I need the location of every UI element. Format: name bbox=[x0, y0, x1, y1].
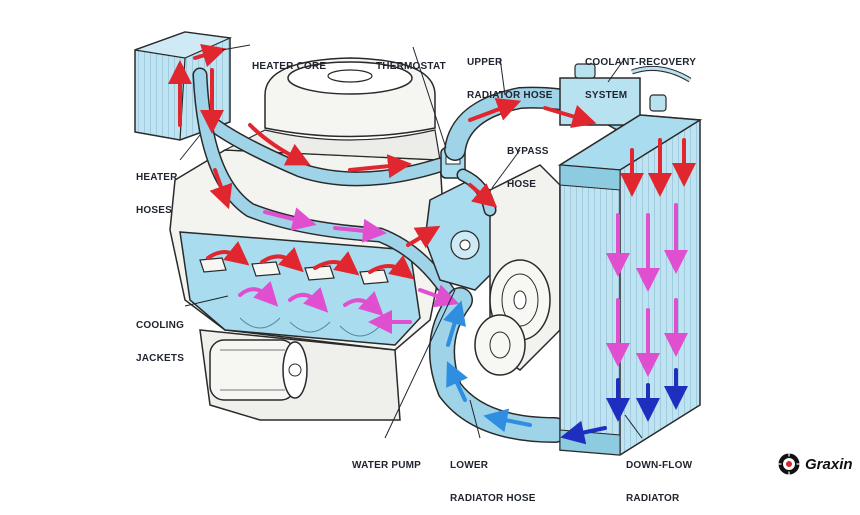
graxin-logo: Graxin bbox=[777, 449, 853, 479]
label-upper-radiator-hose: UPPER RADIATOR HOSE bbox=[467, 35, 553, 112]
cooling-jackets bbox=[179, 231, 421, 346]
label-cooling-jackets-line1: COOLING bbox=[136, 320, 185, 331]
cooling-system-diagram: HEATER CORE THERMOSTAT UPPER RADIATOR HO… bbox=[134, 31, 853, 504]
label-bypass-hose: BYPASS HOSE bbox=[507, 124, 549, 201]
label-lower-radiator-hose: LOWER RADIATOR HOSE bbox=[450, 438, 536, 515]
label-lower-radiator-hose-line1: LOWER bbox=[450, 460, 489, 471]
label-down-flow-radiator-line2: RADIATOR bbox=[626, 493, 680, 504]
label-leader-lines bbox=[179, 44, 643, 439]
label-upper-radiator-hose-line2: RADIATOR HOSE bbox=[467, 90, 553, 101]
label-lower-radiator-hose-line2: RADIATOR HOSE bbox=[450, 493, 536, 504]
label-coolant-recovery-line1: COOLANT-RECOVERY bbox=[585, 57, 697, 68]
label-coolant-recovery-system: COOLANT-RECOVERY SYSTEM bbox=[585, 35, 696, 112]
label-heater-hoses: HEATER HOSES bbox=[136, 150, 178, 227]
fan-belt-pulleys bbox=[474, 164, 561, 376]
label-down-flow-radiator: DOWN-FLOW RADIATOR bbox=[626, 438, 692, 515]
label-cooling-jackets-line2: JACKETS bbox=[136, 353, 185, 364]
air-cleaner bbox=[222, 57, 441, 161]
label-water-pump-text: WATER PUMP bbox=[352, 460, 422, 471]
label-heater-core: HEATER CORE bbox=[252, 39, 326, 83]
label-coolant-recovery-line2: SYSTEM bbox=[585, 90, 628, 101]
label-thermostat-text: THERMOSTAT bbox=[376, 61, 446, 72]
engine-block bbox=[169, 149, 446, 421]
label-heater-hoses-line1: HEATER bbox=[136, 172, 178, 183]
logo-text: Graxin bbox=[805, 455, 853, 473]
label-down-flow-radiator-line1: DOWN-FLOW bbox=[626, 460, 693, 471]
down-flow-radiator bbox=[557, 94, 703, 456]
coolant-flow-arrows bbox=[168, 43, 696, 445]
label-heater-hoses-line2: HOSES bbox=[136, 205, 173, 216]
label-water-pump: WATER PUMP bbox=[352, 438, 421, 482]
label-cooling-jackets: COOLING JACKETS bbox=[136, 298, 184, 375]
tire-icon bbox=[778, 453, 800, 475]
label-thermostat: THERMOSTAT bbox=[376, 39, 446, 83]
label-heater-core-text: HEATER CORE bbox=[252, 61, 327, 72]
diagram-canvas bbox=[134, 31, 703, 456]
label-upper-radiator-hose-line1: UPPER bbox=[467, 57, 503, 68]
label-bypass-hose-line2: HOSE bbox=[507, 179, 537, 190]
starter-motor bbox=[209, 339, 308, 401]
label-bypass-hose-line1: BYPASS bbox=[507, 146, 549, 157]
